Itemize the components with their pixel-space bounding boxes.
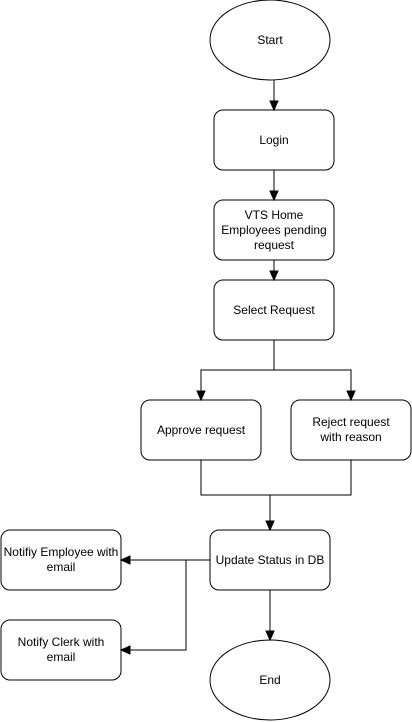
- arrowhead: [269, 270, 279, 282]
- arrowhead: [119, 555, 131, 565]
- arrowhead: [265, 630, 275, 642]
- notify-employee-label: Notifiy Employee with email: [3, 545, 119, 574]
- reject-request-label: Reject request with reason: [312, 415, 390, 444]
- arrowhead: [346, 390, 356, 402]
- login-label: Login: [259, 132, 289, 147]
- arrowhead: [269, 100, 279, 112]
- start-terminal: [209, 0, 331, 81]
- end-label: End: [259, 672, 281, 687]
- arrowhead: [119, 645, 131, 655]
- vts-home-label: VTS Home Employees pending request: [221, 207, 327, 252]
- notify-clerk-label: Notify Clerk with email: [17, 635, 105, 664]
- update-status-label: Update Status in DB: [215, 552, 325, 567]
- start-label: Start: [257, 32, 283, 47]
- select-request-label: Select Request: [233, 302, 315, 317]
- arrowhead: [269, 190, 279, 202]
- edge-select-branch: [200, 340, 275, 393]
- approve-request-label: Approve request: [156, 422, 246, 437]
- edge-approve-merge: [200, 460, 352, 496]
- arrowhead: [265, 520, 275, 532]
- arrowhead: [196, 390, 206, 402]
- edge-select-reject: [274, 369, 352, 393]
- edge-update-notify-clerk: [128, 560, 187, 651]
